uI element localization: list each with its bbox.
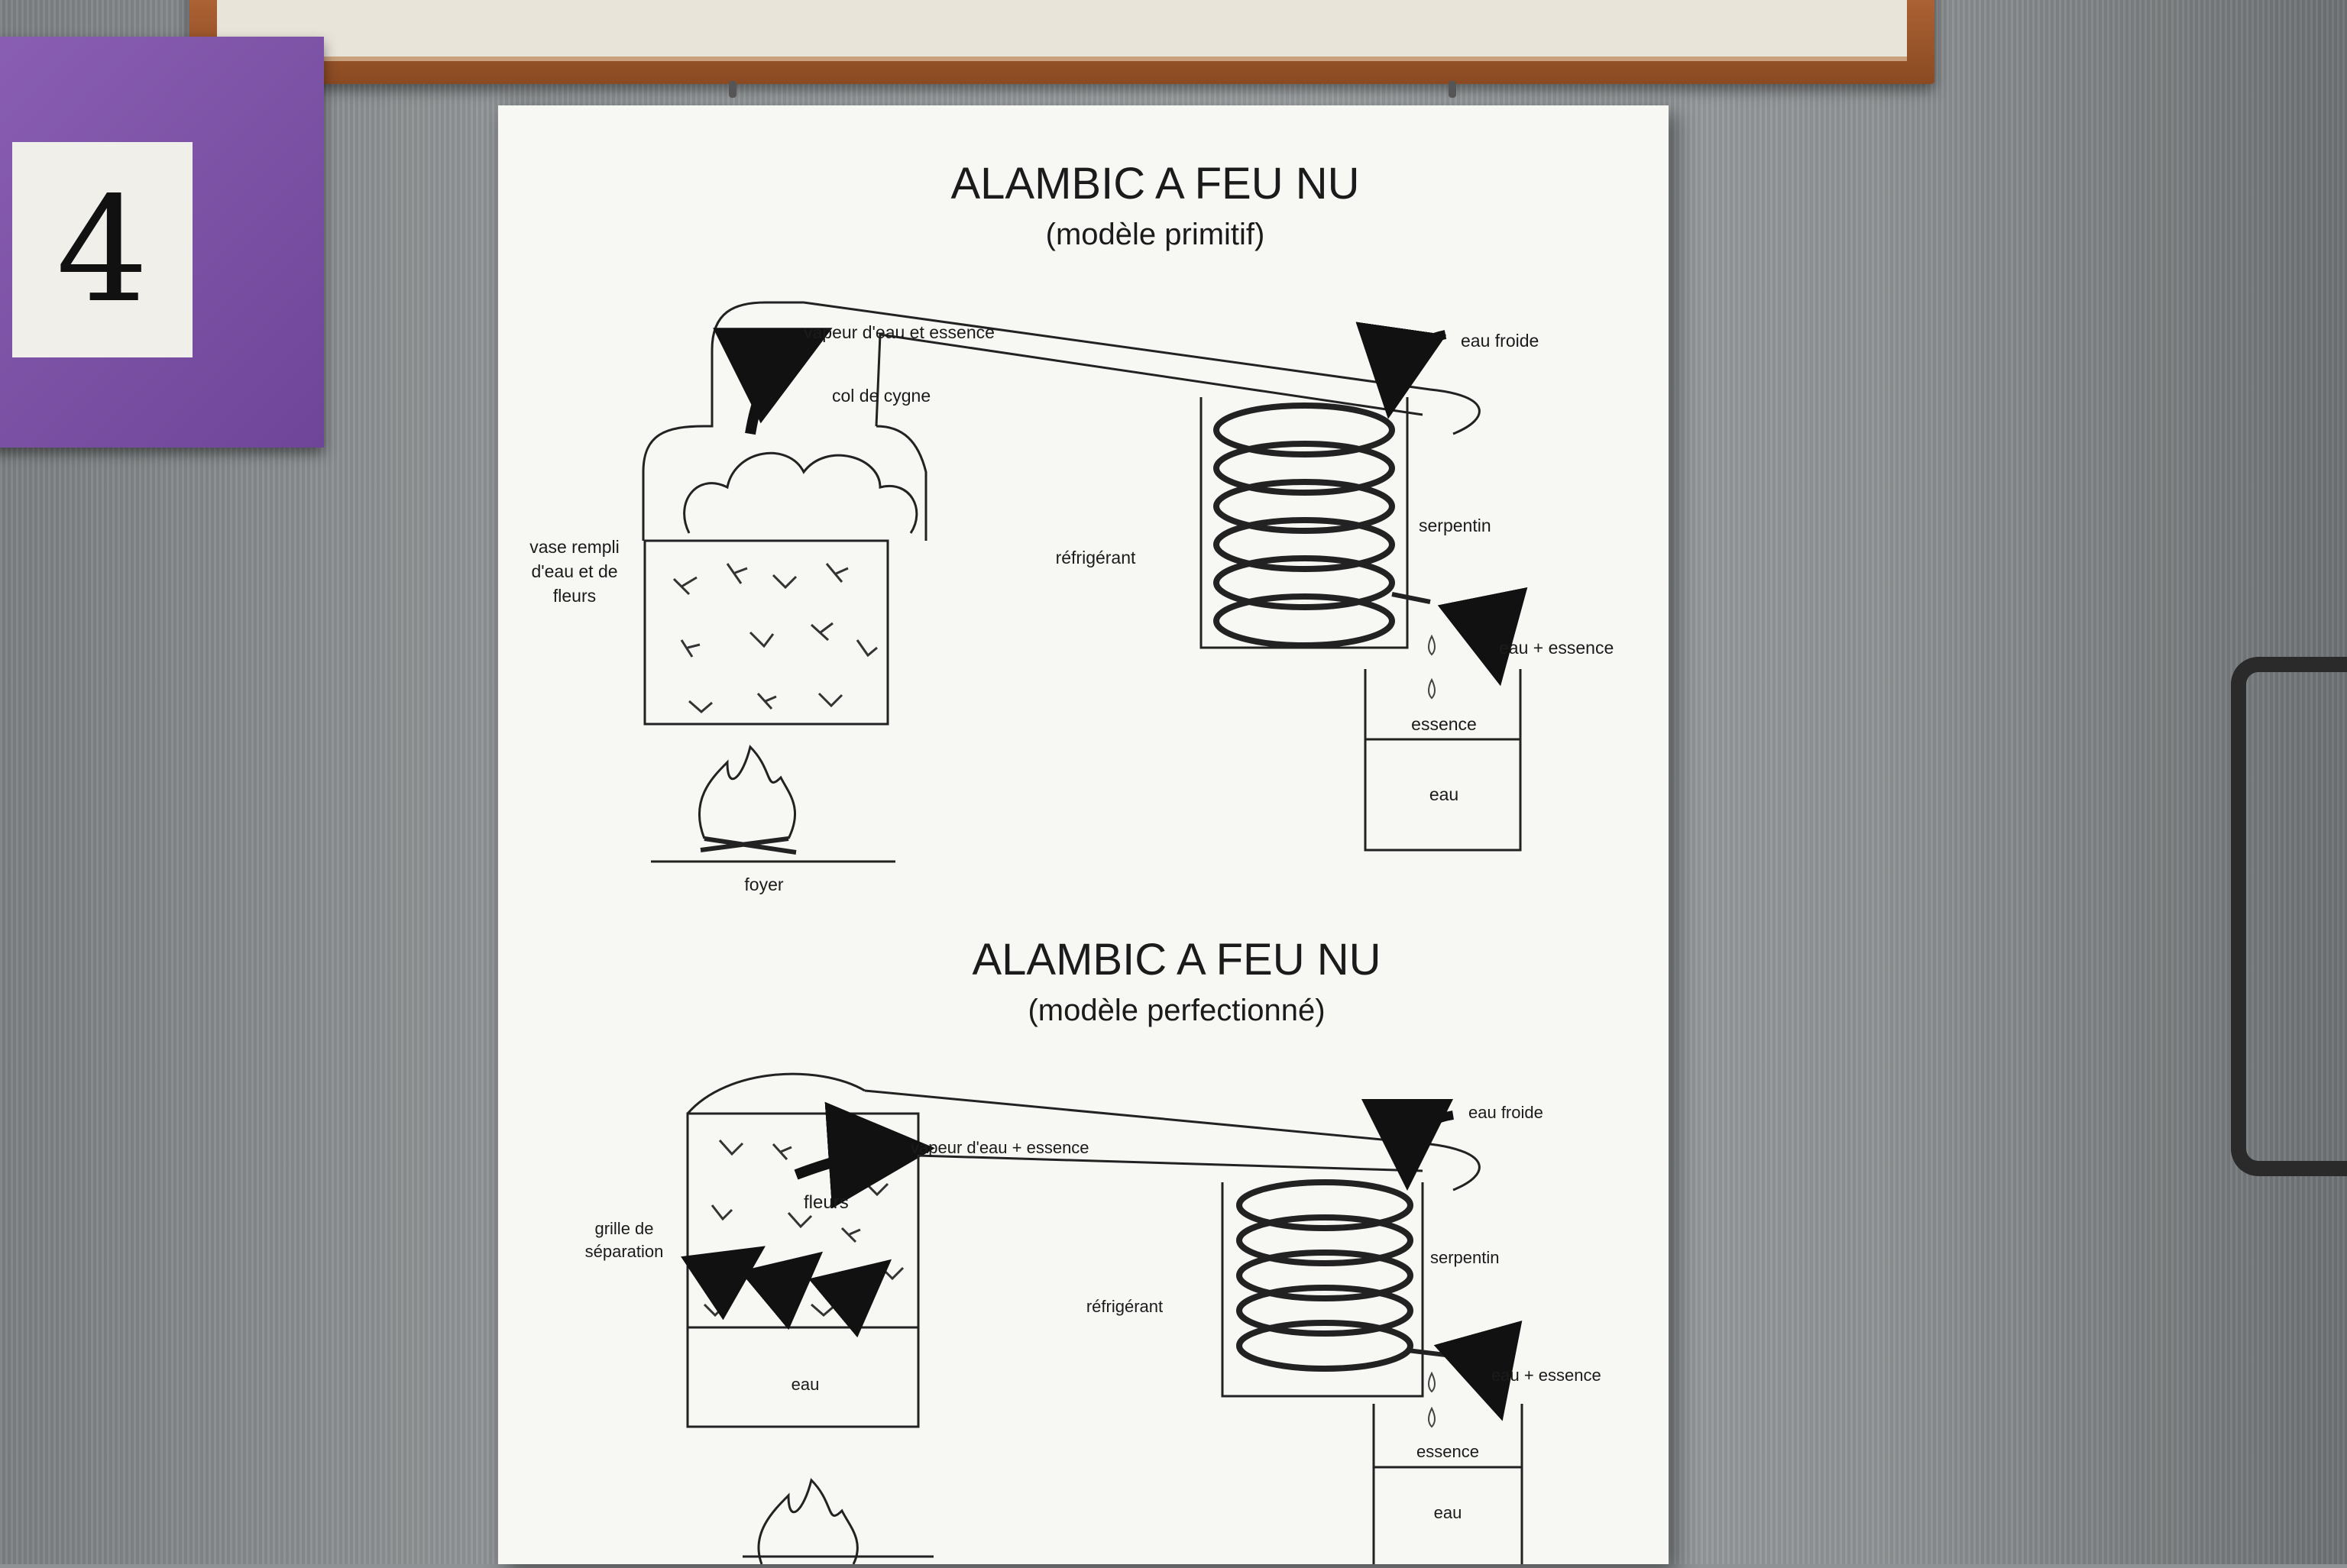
bottom-drops — [1428, 1371, 1436, 1428]
bottom-rise-arrow-3 — [808, 1259, 892, 1338]
poster-pin-left — [729, 81, 736, 98]
bottom-label-flowers: fleurs — [804, 1192, 849, 1213]
top-label-out: eau + essence — [1499, 638, 1614, 658]
top-vessel — [642, 301, 927, 726]
bottom-label-water: eau — [1434, 1503, 1462, 1522]
bottom-cold-water-arrow — [1361, 1098, 1455, 1191]
top-flowers — [672, 563, 878, 713]
bottom-label-grid-2: séparation — [585, 1242, 664, 1261]
bottom-outflow-arrow — [1433, 1320, 1523, 1421]
top-label-water: eau — [1429, 784, 1458, 804]
top-label-cold-water: eau froide — [1461, 331, 1539, 351]
frame-picture-area — [217, 0, 1907, 61]
top-cold-water-arrow — [1355, 322, 1447, 419]
wooden-picture-frame — [189, 0, 1934, 84]
top-condenser — [1199, 397, 1431, 649]
bottom-label-essence: essence — [1416, 1442, 1479, 1461]
bottom-subtitle: (modèle perfectionné) — [1028, 994, 1325, 1027]
top-title: ALAMBIC A FEU NU — [950, 159, 1359, 209]
wall-handle — [2231, 657, 2347, 1176]
bottom-label-cooler: réfrigérant — [1086, 1297, 1163, 1316]
top-subtitle: (modèle primitif) — [1046, 218, 1265, 251]
bottom-label-grid-1: grille de — [594, 1219, 653, 1238]
bottom-label-water-vessel: eau — [792, 1375, 820, 1394]
top-outflow-arrow — [1437, 587, 1528, 687]
bottom-receiver — [1372, 1404, 1523, 1564]
bottom-condenser — [1221, 1179, 1446, 1398]
bottom-rise-arrow-2 — [740, 1251, 824, 1330]
top-drops — [1428, 634, 1436, 700]
top-label-vapor: vapeur d'eau et essence — [804, 322, 995, 342]
bottom-label-coil: serpentin — [1430, 1248, 1500, 1267]
bottom-vapor-arrow — [794, 1101, 935, 1209]
bottom-rise-arrow-1 — [681, 1246, 766, 1321]
frame-number: 4 — [56, 165, 149, 335]
bottom-fire — [743, 1478, 934, 1565]
poster-pin-right — [1449, 81, 1456, 98]
number-card: 4 — [12, 142, 193, 357]
top-label-hearth: foyer — [744, 875, 783, 894]
top-fire — [651, 745, 895, 863]
alambic-poster: ALAMBIC A FEU NU (modèle primitif) — [498, 81, 1669, 1565]
top-label-vessel-3: fleurs — [553, 586, 596, 606]
top-label-essence: essence — [1411, 714, 1477, 734]
bottom-title: ALAMBIC A FEU NU — [972, 935, 1381, 984]
bottom-vessel — [686, 1072, 920, 1428]
top-receiver — [1364, 669, 1522, 852]
purple-number-frame: 4 — [0, 37, 324, 448]
top-vapor-arrow — [713, 328, 833, 435]
top-label-neck: col de cygne — [832, 386, 931, 406]
bottom-label-cold-water: eau froide — [1468, 1103, 1543, 1122]
top-label-vessel-2: d'eau et de — [531, 561, 617, 581]
bottom-label-out: eau + essence — [1491, 1366, 1601, 1385]
top-label-coil: serpentin — [1419, 516, 1491, 535]
top-label-cooler: réfrigérant — [1056, 548, 1136, 567]
bottom-label-vapor: vapeur d'eau + essence — [911, 1138, 1089, 1157]
top-label-vessel-1: vase rempli — [529, 537, 620, 557]
distillation-diagram: ALAMBIC A FEU NU (modèle primitif) — [529, 159, 1614, 1565]
